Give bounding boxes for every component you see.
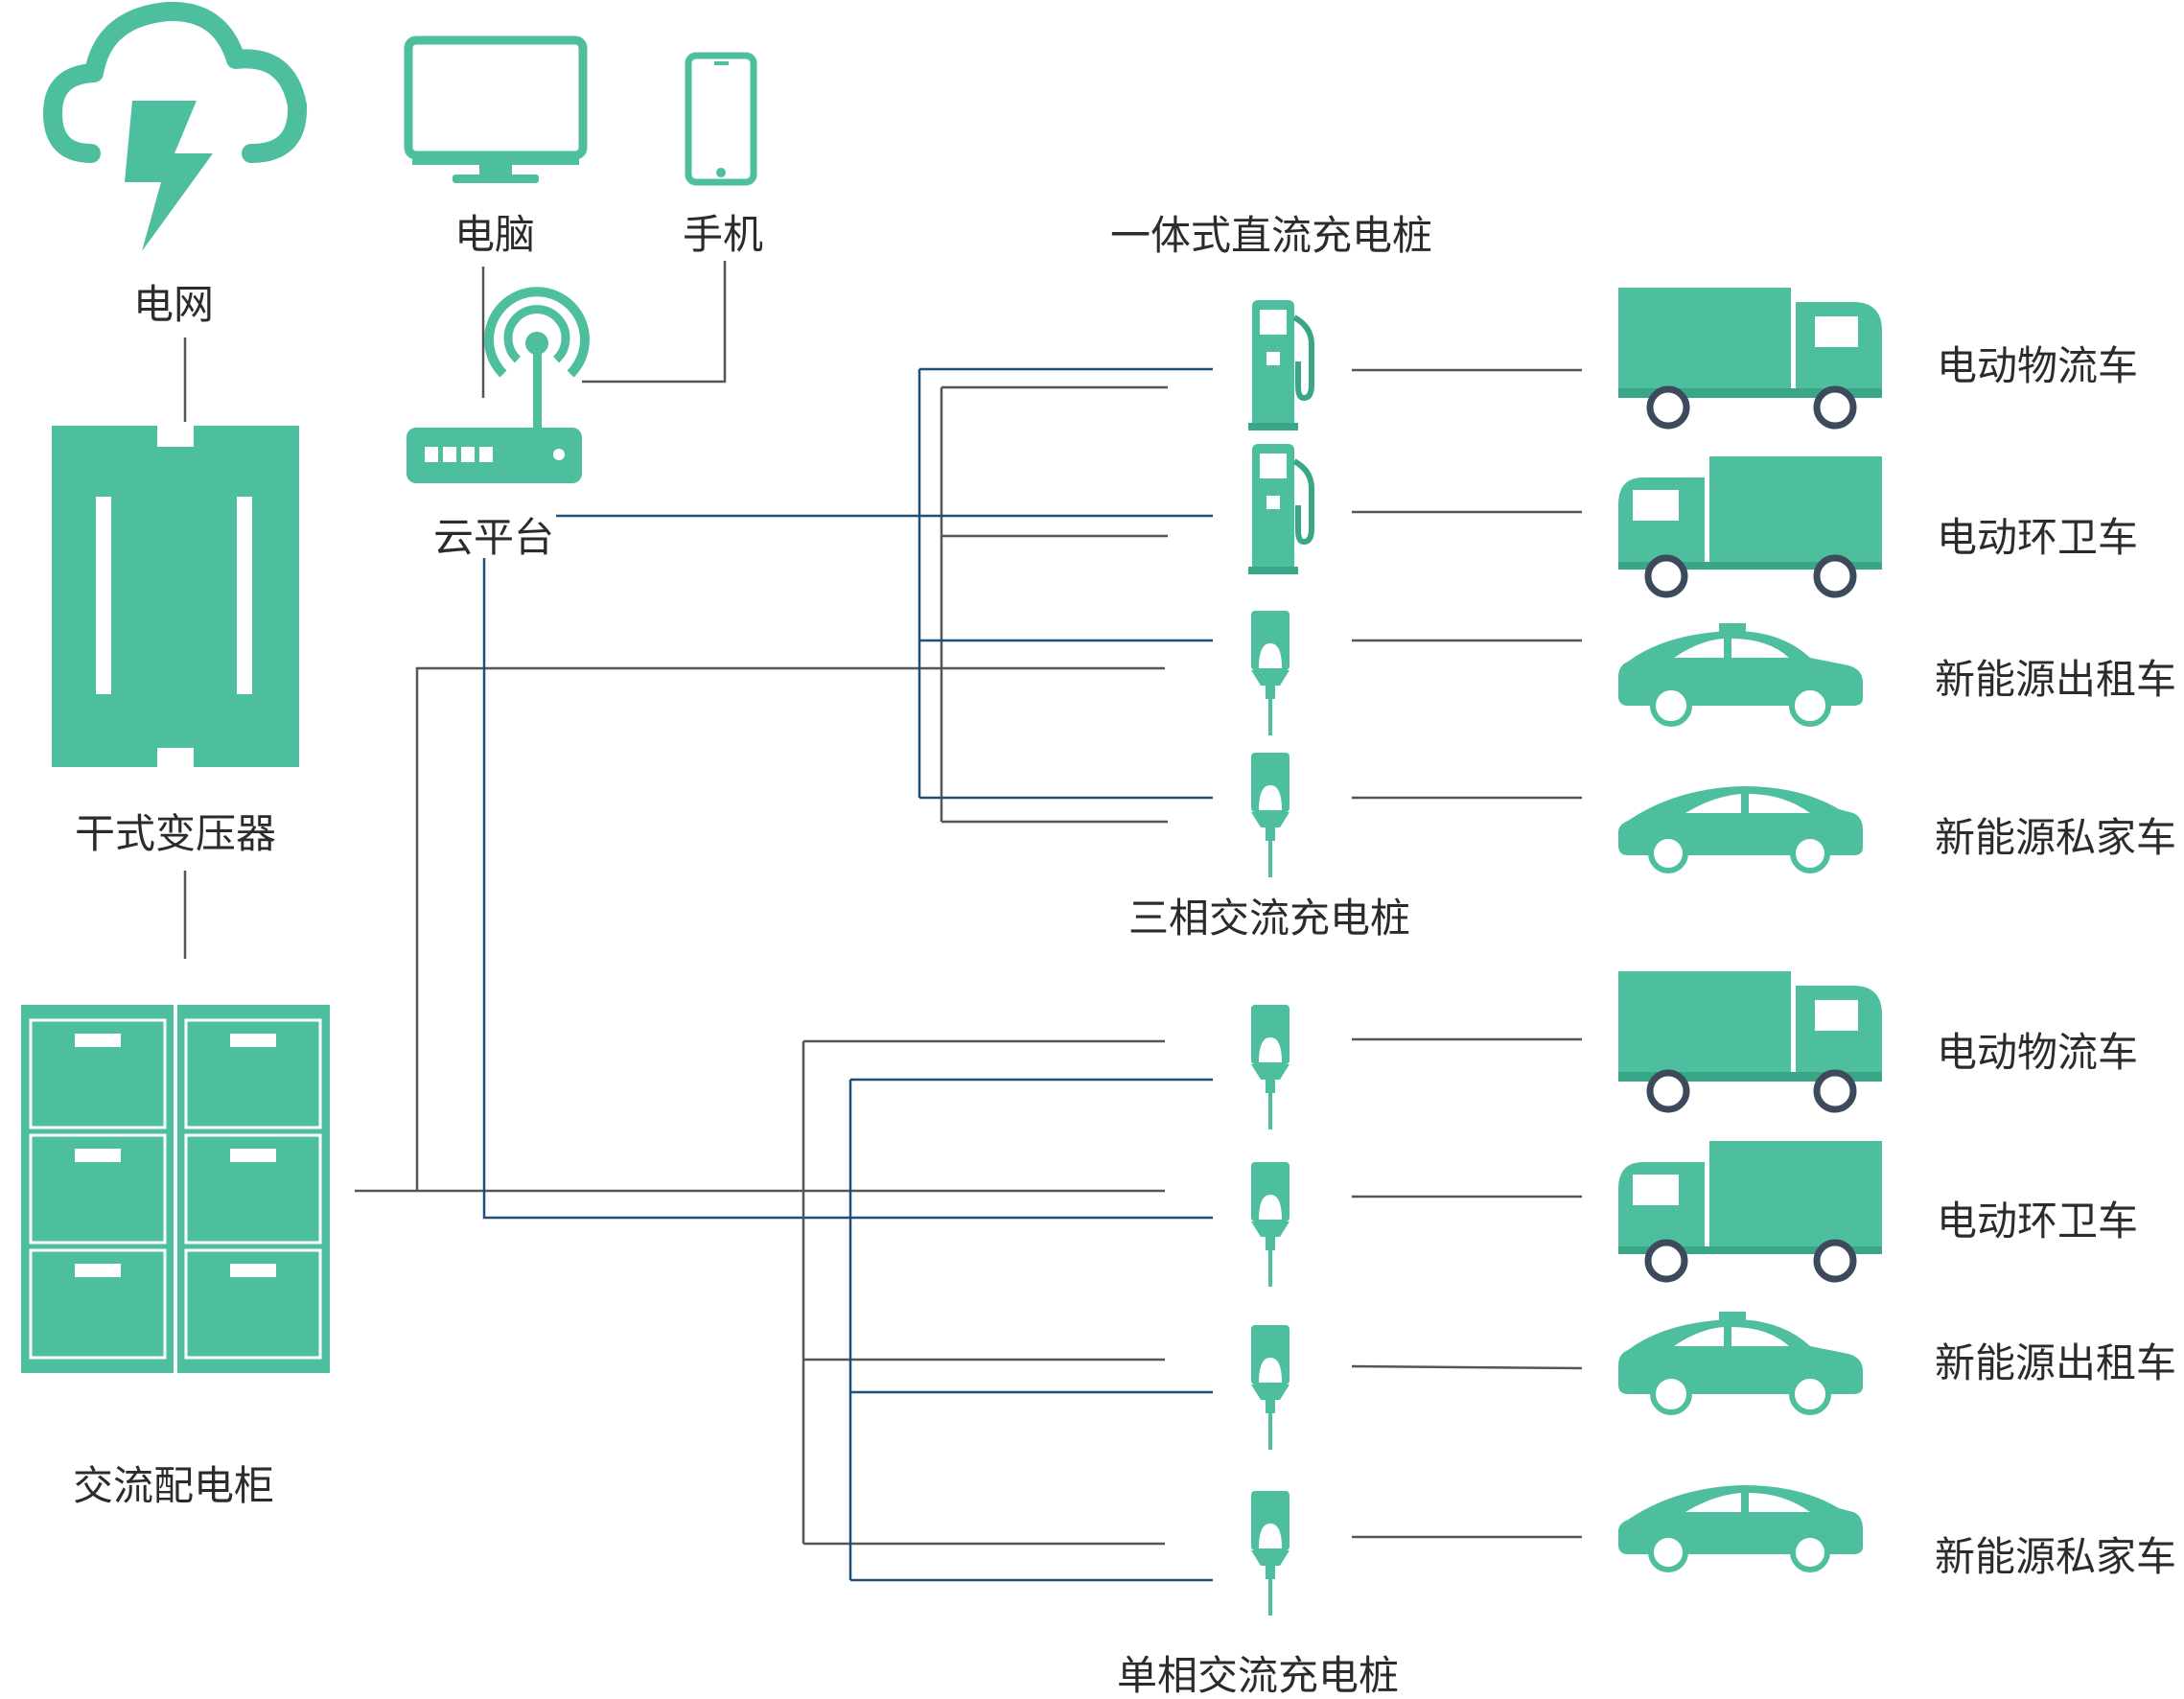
- line-bus-up: [415, 666, 1165, 1191]
- box-truck-icon: [1618, 288, 1882, 426]
- monitor-icon: [404, 35, 588, 183]
- transformer-label: 干式变压器: [74, 810, 277, 857]
- line-charger-vehicle-7: [1351, 1364, 1583, 1370]
- taxi-icon: [1618, 623, 1863, 724]
- sanitation-truck-icon: [1618, 456, 1882, 594]
- cloud-platform-label: 云平台: [432, 514, 555, 561]
- ac-charger-icon: [1249, 609, 1291, 737]
- connection-lines: [183, 261, 1583, 1582]
- car-icon: [1618, 786, 1863, 871]
- transformer-icon: [52, 426, 299, 767]
- dc-pile-label: 一体式直流充电桩: [1109, 212, 1433, 259]
- vehicle-label: 新能源私家车: [1935, 1533, 2177, 1580]
- cloud-lightning-icon: [43, 1, 308, 251]
- vehicle-label: 新能源出租车: [1935, 1339, 2177, 1386]
- single-phase-pile-label: 单相交流充电桩: [1116, 1652, 1400, 1699]
- ac-charger-icon: [1249, 1489, 1291, 1618]
- car-icon: [1618, 1485, 1863, 1570]
- ac-cabinet-label: 交流配电柜: [72, 1462, 275, 1509]
- vehicle-label: 新能源出租车: [1935, 656, 2177, 703]
- three-phase-pile-label: 三相交流充电桩: [1127, 895, 1411, 942]
- vehicle-label: 电动物流车: [1937, 342, 2139, 389]
- cabinet-icon: [21, 1005, 330, 1373]
- phone-label: 手机: [682, 211, 764, 258]
- ac-charger-icon: [1249, 1160, 1291, 1289]
- sanitation-truck-icon: [1618, 1141, 1882, 1279]
- ac-charger-icon: [1249, 1003, 1291, 1131]
- line-cloud-down: [482, 558, 1213, 1220]
- line-phone-router: [582, 261, 727, 384]
- vehicle-label: 电动环卫车: [1937, 514, 2139, 561]
- ac-charger-icon: [1249, 751, 1291, 879]
- taxi-icon: [1618, 1312, 1863, 1412]
- vehicle-label: 电动物流车: [1937, 1029, 2139, 1076]
- vehicle-label: 电动环卫车: [1937, 1198, 2139, 1245]
- grid-label: 电网: [132, 281, 215, 328]
- wifi-router-icon: [407, 287, 590, 483]
- smartphone-icon: [685, 52, 757, 186]
- computer-label: 电脑: [453, 211, 536, 258]
- box-truck-icon: [1618, 971, 1882, 1109]
- vehicle-label: 新能源私家车: [1935, 814, 2177, 861]
- ac-charger-icon: [1249, 1323, 1291, 1452]
- dc-charger-icon: [1248, 300, 1312, 431]
- dc-charger-icon: [1248, 444, 1312, 574]
